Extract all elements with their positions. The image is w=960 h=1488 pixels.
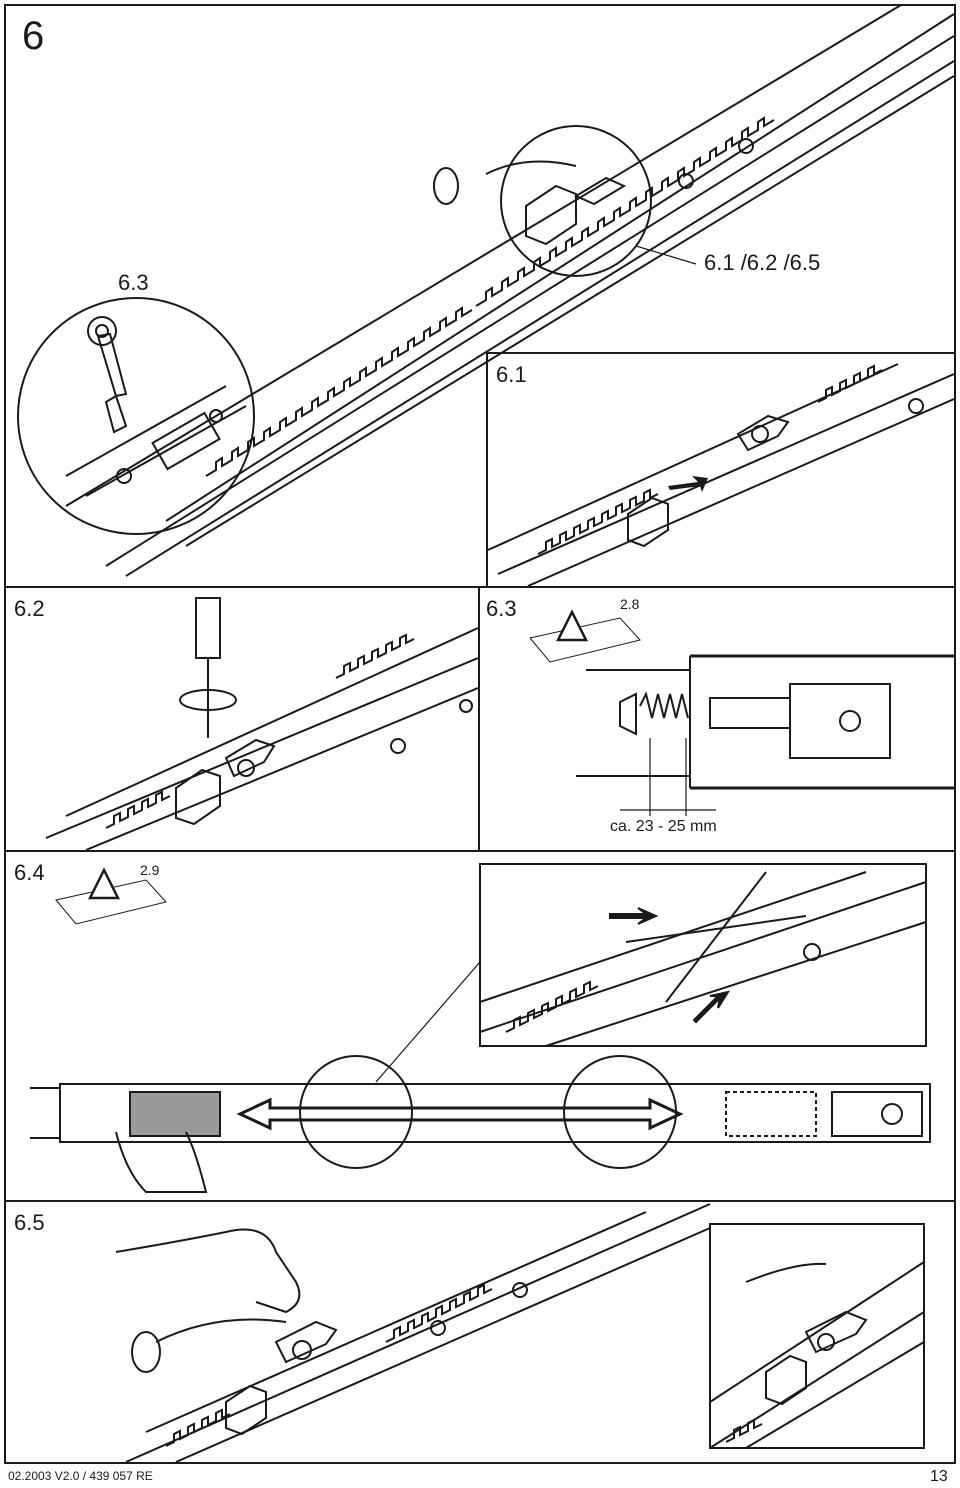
section-number: 6 bbox=[22, 14, 45, 58]
footer-document-code: 02.2003 V2.0 / 439 057 RE bbox=[8, 1469, 153, 1483]
top-label-6-3: 6.3 bbox=[118, 270, 149, 295]
inset-6-1-illustration bbox=[487, 354, 955, 587]
inset-6-1-frame bbox=[486, 352, 956, 588]
rotate-arrow-icon bbox=[179, 689, 237, 711]
inset-6-1-label: 6.1 bbox=[496, 362, 527, 387]
panel-6-4-ref: 2.9 bbox=[140, 862, 160, 878]
page-number: 13 bbox=[930, 1468, 948, 1485]
panel-6-3-illustration bbox=[480, 588, 954, 850]
panel-6-5-label: 6.5 bbox=[14, 1210, 45, 1235]
panel-6-3-dimension: ca. 23 - 25 mm bbox=[610, 818, 717, 835]
panel-6-4-illustration bbox=[6, 852, 954, 1200]
panel-6-5-illustration bbox=[6, 1202, 954, 1463]
warning-manual-icon bbox=[55, 867, 167, 925]
panel-6-3-label: 6.3 bbox=[486, 596, 517, 621]
panel-6-3-ref: 2.8 bbox=[620, 596, 640, 612]
panel-6-5-frame bbox=[4, 1200, 956, 1464]
panel-6-2-illustration bbox=[6, 588, 479, 851]
push-arrow-icon bbox=[668, 476, 708, 492]
top-illustration bbox=[6, 1, 955, 586]
warning-manual-icon bbox=[529, 609, 641, 663]
panel-6-4-label: 6.4 bbox=[14, 860, 45, 885]
panel-6-2-label: 6.2 bbox=[14, 596, 45, 621]
top-label-6-1-6-2-6-5: 6.1 /6.2 /6.5 bbox=[704, 250, 821, 275]
